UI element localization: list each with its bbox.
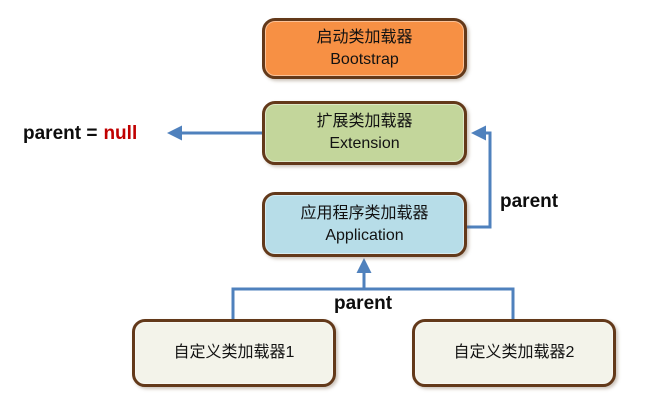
node-bootstrap-classloader: 启动类加载器 Bootstrap <box>262 18 467 79</box>
label-parent-null-value: null <box>103 123 138 144</box>
node-custom-classloader-2: 自定义类加载器2 <box>412 319 616 387</box>
node-bootstrap-title-en: Bootstrap <box>330 50 399 68</box>
node-extension-title-zh: 扩展类加载器 <box>316 113 413 131</box>
node-application-classloader: 应用程序类加载器 Application <box>262 192 467 257</box>
node-application-title-zh: 应用程序类加载器 <box>300 204 429 222</box>
label-parent-null: parent =null <box>18 123 137 145</box>
arrow-extension-to-null <box>167 125 262 141</box>
arrow-application-to-extension <box>466 125 492 229</box>
node-bootstrap-title-zh: 启动类加载器 <box>316 28 413 46</box>
node-custom-classloader-1: 自定义类加载器1 <box>132 319 336 387</box>
label-parent-right: parent <box>500 191 559 212</box>
node-custom2-title: 自定义类加载器2 <box>453 344 575 362</box>
label-parent-null-prefix: parent = <box>23 123 98 144</box>
node-application-title-en: Application <box>325 226 404 244</box>
label-parent-bottom: parent <box>334 293 393 314</box>
node-extension-classloader: 扩展类加载器 Extension <box>262 101 467 165</box>
node-custom1-title: 自定义类加载器1 <box>173 344 295 362</box>
node-extension-title-en: Extension <box>329 135 400 152</box>
